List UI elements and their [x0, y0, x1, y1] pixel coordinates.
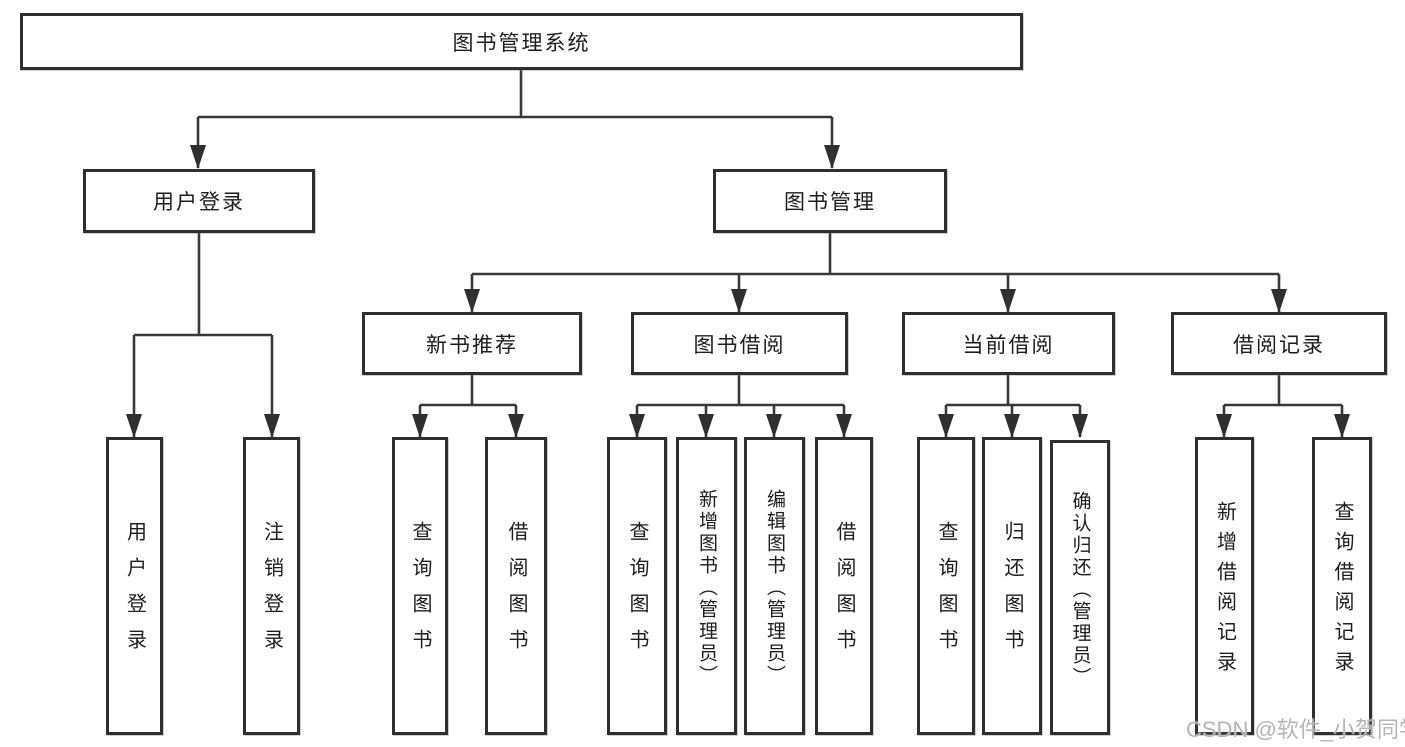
leaf-return-book-label: 归还图书: [1001, 521, 1023, 665]
leaf-add-borrow-record: 新增借阅记录: [1195, 437, 1254, 735]
leaf-borrow-book-1-label: 借阅图书: [505, 521, 527, 665]
node-borrow-record-label: 借阅记录: [1233, 333, 1325, 357]
leaf-confirm-return-admin: 确认归还（管理员）: [1050, 440, 1110, 735]
leaf-query-book-1: 查询图书: [392, 437, 448, 735]
leaf-query-book-2-label: 查询图书: [626, 521, 648, 665]
node-current-borrow-label: 当前借阅: [962, 333, 1055, 357]
node-borrow-record: 借阅记录: [1171, 312, 1387, 375]
leaf-user-login-label: 用户登录: [123, 521, 146, 665]
leaf-edit-book-admin: 编辑图书（管理员）: [744, 437, 805, 735]
leaf-user-login: 用户登录: [106, 437, 163, 735]
node-root: 图书管理系统: [20, 13, 1023, 70]
leaf-query-book-2: 查询图书: [607, 437, 667, 735]
leaf-add-book-admin-label: 新增图书（管理员）: [696, 489, 717, 687]
leaf-confirm-return-admin-label: 确认归还（管理员）: [1069, 490, 1091, 689]
leaf-query-borrow-record-label: 查询借阅记录: [1331, 501, 1353, 681]
node-user-login-label: 用户登录: [153, 191, 245, 214]
csdn-watermark: CSDN @软件_小贺同学: [1186, 717, 1405, 742]
node-book-borrow-label: 图书借阅: [693, 333, 786, 357]
leaf-borrow-book-2-label: 借阅图书: [833, 521, 855, 665]
leaf-query-book-3: 查询图书: [917, 437, 975, 735]
node-new-book-recommend-label: 新书推荐: [426, 333, 518, 357]
node-book-management-label: 图书管理: [784, 191, 876, 214]
leaf-logout: 注销登录: [243, 437, 300, 735]
leaf-logout-label: 注销登录: [260, 521, 283, 665]
node-user-login: 用户登录: [83, 169, 315, 233]
leaf-borrow-book-1: 借阅图书: [485, 437, 547, 735]
leaf-add-borrow-record-label: 新增借阅记录: [1213, 501, 1236, 681]
leaf-query-book-3-label: 查询图书: [935, 521, 957, 665]
node-root-label: 图书管理系统: [452, 31, 591, 55]
leaf-query-book-1-label: 查询图书: [409, 521, 431, 665]
leaf-add-book-admin: 新增图书（管理员）: [676, 437, 737, 735]
leaf-query-borrow-record: 查询借阅记录: [1312, 437, 1372, 735]
node-new-book-recommend: 新书推荐: [362, 312, 582, 375]
leaf-return-book: 归还图书: [982, 437, 1042, 735]
node-book-borrow: 图书借阅: [631, 312, 848, 375]
leaf-borrow-book-2: 借阅图书: [815, 437, 873, 735]
node-current-borrow: 当前借阅: [902, 312, 1115, 375]
node-book-management: 图书管理: [713, 169, 947, 233]
leaf-edit-book-admin-label: 编辑图书（管理员）: [764, 489, 785, 687]
